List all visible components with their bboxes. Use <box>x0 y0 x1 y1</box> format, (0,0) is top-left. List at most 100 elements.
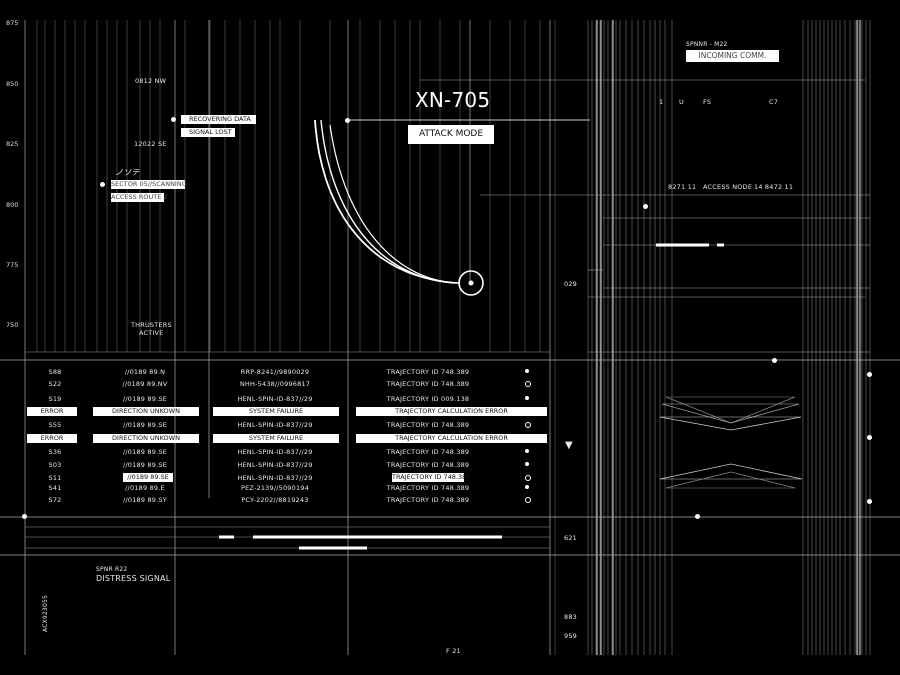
readout-1: 1 <box>659 98 664 106</box>
chevron-shape <box>659 416 802 431</box>
target-ring-icon <box>458 270 484 296</box>
row-code: NHH-5438//0996817 <box>239 380 311 388</box>
trajectory-arc <box>320 119 459 284</box>
marker-dot <box>22 514 27 519</box>
status-filled-icon <box>525 462 529 466</box>
chevron-shape <box>665 471 796 489</box>
row-trajectory: TRAJECTORY ID 748.389 <box>386 380 470 388</box>
axis-label: 850 <box>6 80 19 88</box>
readout-c7: C7 <box>769 98 779 106</box>
row-trajectory: TRAJECTORY ID 009.138 <box>386 395 470 403</box>
axis-label: 750 <box>6 321 19 329</box>
target-title: XN-705 <box>415 88 491 112</box>
row-id: S55 <box>48 421 62 429</box>
row-id: S22 <box>48 380 62 388</box>
row-coord: //0189 89.SE <box>123 461 167 469</box>
trajectory-arc <box>314 119 456 284</box>
heading-se: 12022 SE <box>134 140 167 148</box>
row-id: S88 <box>48 368 62 376</box>
attack-mode-badge: ATTACK MODE <box>408 125 494 144</box>
marker-dot <box>772 358 777 363</box>
row-code: HENL-SPIN-ID-837//29 <box>237 448 313 456</box>
status-filled-icon <box>525 449 529 453</box>
target-center-icon <box>468 280 474 286</box>
readout-u: U <box>679 98 684 106</box>
incoming-comm-badge: INCOMING COMM. <box>686 50 779 62</box>
status-open-icon <box>525 475 531 481</box>
row-code: RRP-8241//9890029 <box>240 368 310 376</box>
axis-label: 800 <box>6 201 19 209</box>
row-id: S03 <box>48 461 62 469</box>
row-trajectory: TRAJECTORY ID 748.389 <box>386 484 470 492</box>
error-direction-cell: DIRECTION UNKOWN <box>93 407 199 416</box>
row-coord: //0189 89.SE <box>123 448 167 456</box>
marker-dot <box>171 117 176 122</box>
row-id: S11 <box>48 474 62 482</box>
readout-883: 883 <box>564 613 578 621</box>
spnnr-label: SPNNR - M22 <box>686 41 728 48</box>
error-cell: ERROR <box>27 434 77 443</box>
node-b: 14 8472 11 <box>754 183 794 191</box>
marker-dot <box>345 118 350 123</box>
error-cell: ERROR <box>27 407 77 416</box>
error-system-cell: SYSTEM FAILURE <box>213 407 339 416</box>
readout-fs: FS <box>703 98 712 106</box>
distress-signal-label: DISTRESS SIGNAL <box>96 574 171 583</box>
frame-label: F 21 <box>446 647 461 655</box>
row-code: HENL-SPIN-ID-837//29 <box>237 474 313 482</box>
row-coord: //0189 89.SE <box>123 395 167 403</box>
readout-029: 029 <box>564 280 578 288</box>
row-id: S41 <box>48 484 62 492</box>
marker-dot <box>867 499 872 504</box>
chevron-shape <box>661 403 800 424</box>
status-open-icon <box>525 422 531 428</box>
trajectory-arc <box>329 124 461 284</box>
signal-lost-label: SIGNAL LOST <box>181 128 235 137</box>
row-trajectory: TRAJECTORY ID 748.389 <box>386 461 470 469</box>
axis-label: 875 <box>6 19 19 27</box>
row-code: HENL-SPIN-ID-837//29 <box>237 461 313 469</box>
row-coord: //0189 89.SY <box>123 496 167 504</box>
status-filled-icon <box>525 485 529 489</box>
error-direction-cell: DIRECTION UNKOWN <box>93 434 199 443</box>
chevron-shape <box>659 463 803 480</box>
heading-nw: 0812 NW <box>135 77 167 85</box>
row-coord: //0189 89.E <box>125 484 165 492</box>
vertical-code: ACX923055 <box>42 594 50 633</box>
axis-label: 775 <box>6 261 19 269</box>
status-filled-icon <box>525 396 529 400</box>
row-id: S19 <box>48 395 62 403</box>
row-code: HENL-SPIN-ID-837//29 <box>237 395 313 403</box>
error-trajectory-cell: TRAJECTORY CALCULATION ERROR <box>356 407 547 416</box>
row-coord: //0189 89.NV <box>122 380 168 388</box>
access-node-label: ACCESS NODE <box>703 183 753 191</box>
row-trajectory: TRAJECTORY ID 748.389 <box>392 473 471 482</box>
chevron-shape <box>665 396 796 424</box>
axis-label: 825 <box>6 140 19 148</box>
row-id: S72 <box>48 496 62 504</box>
row-trajectory: TRAJECTORY ID 748.389 <box>386 421 470 429</box>
thrusters-active-label: ACTIVE <box>139 329 164 337</box>
katakana-label: ノソテ <box>115 168 140 177</box>
row-code: PCY-2202//8819243 <box>241 496 309 504</box>
readout-621: 621 <box>564 534 578 542</box>
error-trajectory-cell: TRAJECTORY CALCULATION ERROR <box>356 434 547 443</box>
spnr-label: SPNR R22 <box>96 566 128 573</box>
status-open-icon <box>525 497 531 503</box>
status-filled-icon <box>525 369 529 373</box>
access-route-label: ACCESS ROUTE 2 <box>111 193 168 202</box>
row-coord: //0189 89.N <box>124 368 166 376</box>
marker-dot <box>867 435 872 440</box>
row-coord: //0189 89.SE <box>123 421 167 429</box>
marker-dot <box>867 372 872 377</box>
readout-959: 959 <box>564 632 578 640</box>
status-open-icon <box>525 381 531 387</box>
marker-dot <box>643 204 648 209</box>
recovering-data-label: RECOVERING DATA <box>181 115 256 124</box>
marker-dot <box>695 514 700 519</box>
marker-dot <box>100 182 105 187</box>
error-system-cell: SYSTEM FAILURE <box>213 434 339 443</box>
row-code: PEZ-2139//5090194 <box>241 484 309 492</box>
triangle-down-icon: ▼ <box>565 440 573 451</box>
